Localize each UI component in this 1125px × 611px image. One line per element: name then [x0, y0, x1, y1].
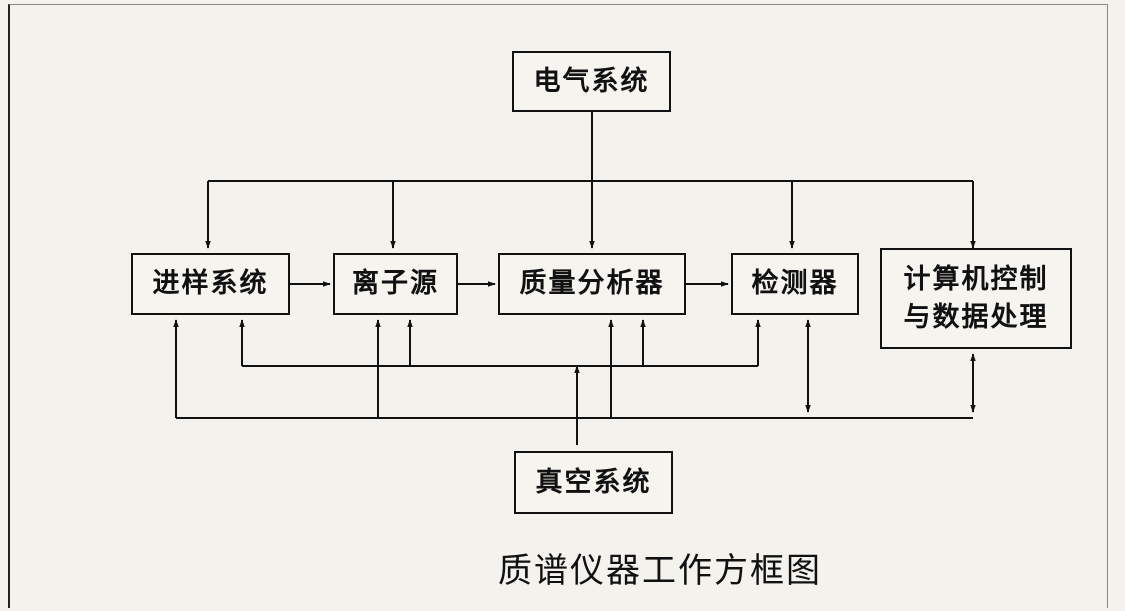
ion-source-label: 离子源 [352, 268, 439, 299]
computer-control-box: 计算机控制 与数据处理 [880, 248, 1072, 349]
electrical-system-box: 电气系统 [512, 51, 671, 112]
inlet-system-label: 进样系统 [152, 268, 269, 299]
inlet-system-box: 进样系统 [131, 253, 290, 315]
computer-control-label-line2: 与数据处理 [903, 301, 1049, 333]
detector-box: 检测器 [731, 253, 859, 315]
mass-analyzer-box: 质量分析器 [498, 253, 686, 315]
vacuum-system-box: 真空系统 [514, 451, 673, 514]
electrical-system-label: 电气系统 [533, 65, 650, 97]
mass-analyzer-label: 质量分析器 [519, 268, 665, 299]
computer-control-label-line1: 计算机控制 [903, 263, 1049, 295]
ion-source-box: 离子源 [333, 253, 458, 315]
page-frame [8, 4, 1108, 608]
detector-label: 检测器 [751, 268, 839, 299]
vacuum-system-label: 真空系统 [535, 466, 652, 498]
diagram-caption: 质谱仪器工作方框图 [498, 551, 822, 591]
